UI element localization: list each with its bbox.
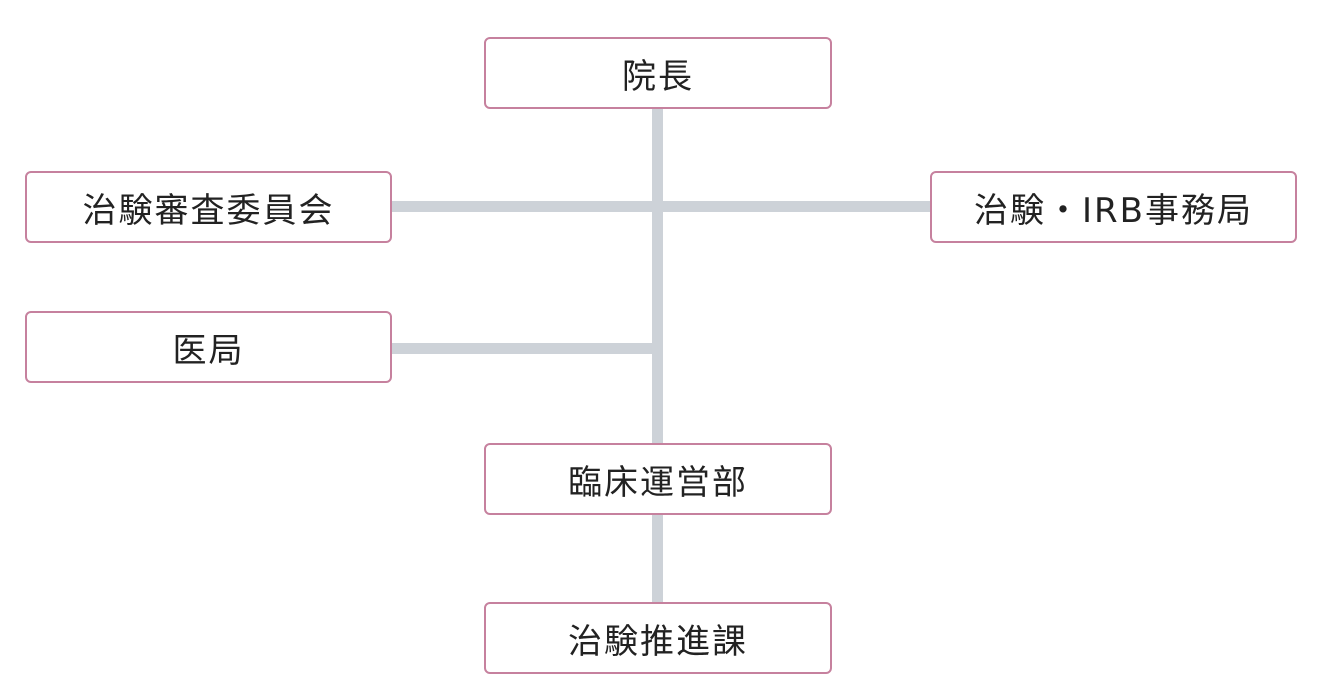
- node-clinical-operations: 臨床運営部: [484, 443, 832, 515]
- connector-vertical-trunk: [652, 108, 663, 444]
- node-irb-office: 治験・IRB事務局: [930, 171, 1297, 243]
- connector-horizontal-medical: [391, 343, 655, 354]
- connector-vertical-lower: [652, 514, 663, 604]
- connector-horizontal-irb: [391, 201, 932, 212]
- node-medical-office: 医局: [25, 311, 392, 383]
- node-director: 院長: [484, 37, 832, 109]
- node-trial-promotion: 治験推進課: [484, 602, 832, 674]
- node-irb-committee: 治験審査委員会: [25, 171, 392, 243]
